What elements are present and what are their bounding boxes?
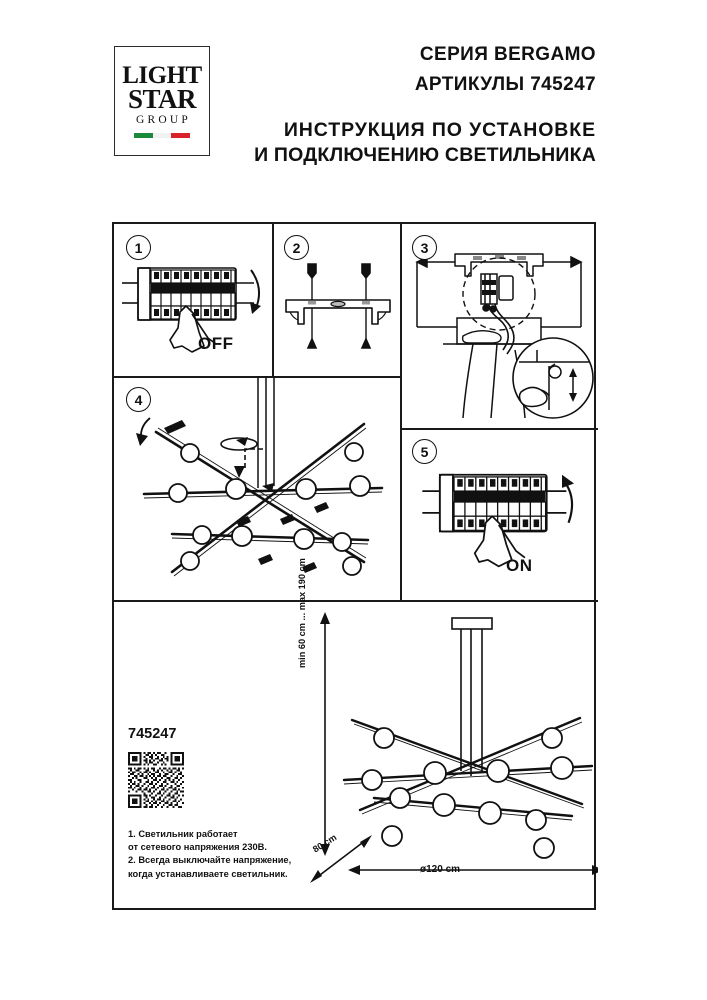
height-dimension-label: min 60 cm ... max 190 cm [297, 558, 307, 668]
italian-flag-icon [134, 133, 191, 139]
step-badge-4: 4 [126, 387, 151, 412]
arm-assembly-icon [136, 376, 384, 577]
product-drawing [342, 617, 594, 859]
divider-h-step3-step5 [400, 428, 598, 430]
article-line: АРТИКУЛЫ 745247 [414, 74, 596, 95]
step-badge-1: 1 [126, 235, 151, 260]
instruction-frame: 1 [112, 222, 598, 910]
step-panel-3: 3 [400, 224, 598, 428]
logo-line-group: GROUP [136, 114, 191, 127]
brand-logo: LIGHT STAR GROUP [114, 46, 210, 156]
article-code: 745247 [128, 726, 177, 742]
note-line-2: от сетевого напряжения 230В. [128, 842, 267, 853]
divider-h-row2 [114, 600, 598, 602]
safety-notes: 1. Светильник работает от сетевого напря… [128, 828, 323, 881]
diameter-dimension-line [348, 865, 598, 875]
step-badge-5: 5 [412, 439, 437, 464]
product-panel [114, 600, 598, 910]
step-1-caption: OFF [198, 334, 234, 353]
divider-v-steps-1-2 [272, 224, 274, 376]
hand-icon [169, 305, 217, 353]
logo-line-light: LIGHT [122, 61, 202, 89]
step-panel-5: 5 [400, 428, 598, 600]
circuit-breaker-off-icon [122, 267, 261, 353]
mounting-bracket-icon [285, 263, 391, 349]
qr-code [128, 752, 184, 808]
note-line-1: 1. Светильник работает [128, 829, 238, 839]
depth-dimension-line [310, 835, 372, 883]
diameter-dimension-label: ø120 cm [420, 864, 461, 875]
divider-v-left-right [400, 224, 402, 600]
arrow-up-icon [563, 480, 574, 524]
hand-icon [473, 515, 526, 568]
divider-h-row1 [114, 376, 400, 378]
note-line-4: когда устанавливаете светильник. [128, 868, 288, 879]
title-line-1: ИНСТРУКЦИЯ ПО УСТАНОВКЕ [283, 119, 596, 141]
circuit-breaker-on-icon [422, 473, 574, 568]
step-panel-4: 4 [114, 376, 400, 600]
step-badge-3: 3 [412, 235, 437, 260]
step-badge-2: 2 [284, 235, 309, 260]
height-dimension-line [320, 612, 330, 856]
note-line-3: 2. Всегда выключайте напряжение, [128, 855, 292, 866]
series-line: СЕРИЯ BERGAMO [419, 44, 596, 65]
ceiling-wiring-icon [415, 253, 594, 419]
title-line-2: И ПОДКЛЮЧЕНИЮ СВЕТИЛЬНИКА [254, 144, 596, 166]
step-5-caption: ON [506, 556, 533, 575]
page-header: LIGHT STAR GROUP СЕРИЯ BERGAMO АРТИКУЛЫ … [0, 0, 707, 200]
step-panel-2: 2 [272, 224, 400, 376]
logo-line-star: STAR [127, 83, 197, 114]
step-panel-1: 1 [114, 224, 272, 376]
